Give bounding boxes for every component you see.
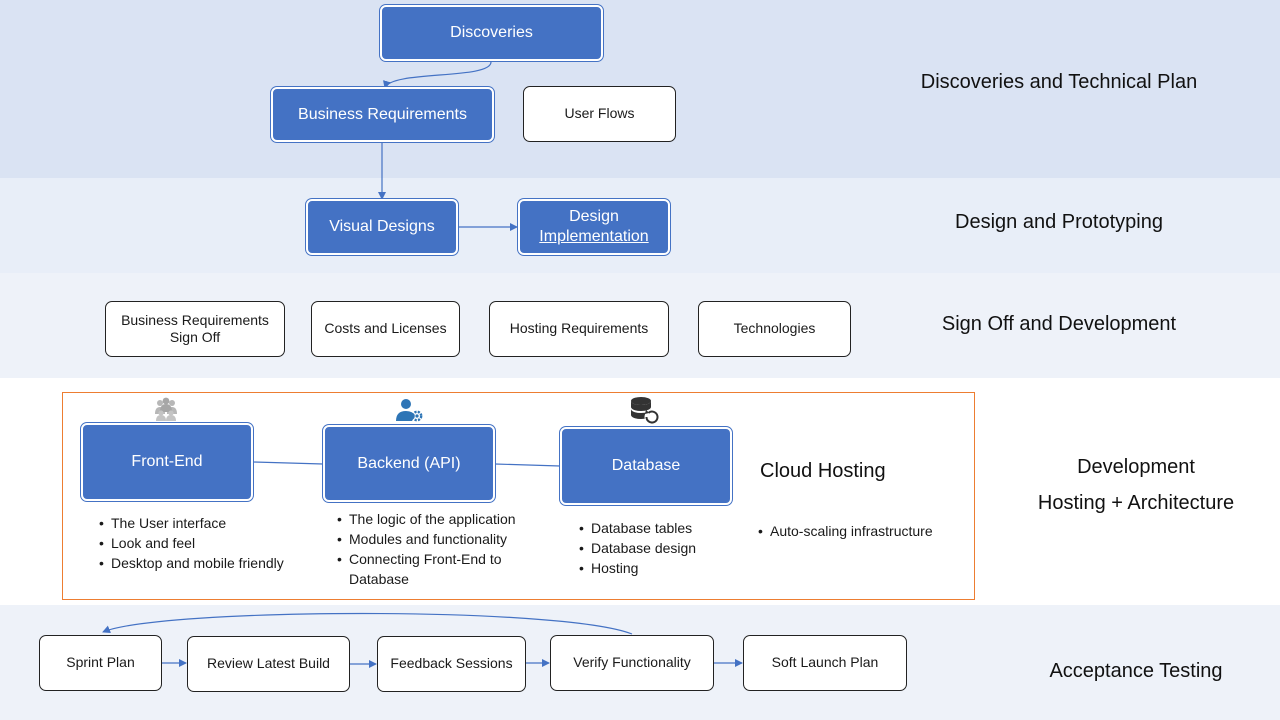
visual-designs-box[interactable]: Visual Designs [306,199,458,255]
stage-acceptance-label: Acceptance Testing [1049,660,1223,682]
stage-discoveries-label: Discoveries and Technical Plan [920,71,1198,93]
line-frontend-backend [252,461,324,465]
line-backend-database [494,463,561,467]
design-implementation-box[interactable]: Design Implementation [518,199,670,255]
costs-licenses-box[interactable]: Costs and Licenses [311,301,460,357]
stage-development-label-line2: Hosting + Architecture [1037,492,1235,514]
database-bullets: Database tables Database design Hosting [579,518,749,578]
soft-launch-plan-box[interactable]: Soft Launch Plan [743,635,907,691]
backend-bullet: The logic of the application [337,509,537,529]
design-implementation-line1: Design [569,208,619,225]
cloud-bullets: Auto-scaling infrastructure [758,521,958,541]
hosting-requirements-box[interactable]: Hosting Requirements [489,301,669,357]
arrow-verify-loop-to-sprint [102,612,633,635]
stage-development-label-line1: Development [1077,456,1195,478]
br-signoff-line1: Business Requirements [121,311,269,328]
users-group-icon [155,397,177,421]
architecture-frame [62,392,975,600]
cloud-bullet: Auto-scaling infrastructure [758,521,958,541]
discoveries-box[interactable]: Discoveries [380,5,603,61]
stage-design-label: Design and Prototyping [955,211,1163,233]
frontend-bullet: The User interface [99,513,309,533]
stage-signoff-label: Sign Off and Development [941,313,1177,335]
frontend-bullet: Desktop and mobile friendly [99,553,309,573]
frontend-box[interactable]: Front-End [81,423,253,501]
arrow-discoveries-to-br [383,61,492,89]
database-bullet: Database tables [579,518,749,538]
technologies-box[interactable]: Technologies [698,301,851,357]
verify-functionality-box[interactable]: Verify Functionality [550,635,714,691]
design-implementation-line2: Implementation [539,228,649,245]
backend-bullet: Modules and functionality [337,529,537,549]
database-bullet: Database design [579,538,749,558]
frontend-bullets: The User interface Look and feel Desktop… [99,513,309,573]
backend-bullet: Connecting Front-End to Database [337,549,519,589]
database-box[interactable]: Database [560,427,732,505]
backend-bullets: The logic of the application Modules and… [337,509,537,589]
frontend-bullet: Look and feel [99,533,309,553]
br-signoff-box[interactable]: Business Requirements Sign Off [105,301,285,357]
sprint-plan-box[interactable]: Sprint Plan [39,635,162,691]
backend-api-box[interactable]: Backend (API) [323,425,495,502]
br-signoff-line2: Sign Off [169,329,221,345]
database-refresh-icon [631,397,660,425]
database-bullet: Hosting [579,558,749,578]
user-settings-icon [396,399,423,422]
business-requirements-box[interactable]: Business Requirements [271,87,494,142]
user-flows-box[interactable]: User Flows [523,86,676,142]
feedback-sessions-box[interactable]: Feedback Sessions [377,636,526,692]
cloud-hosting-title: Cloud Hosting [760,460,886,482]
review-latest-build-box[interactable]: Review Latest Build [187,636,350,692]
